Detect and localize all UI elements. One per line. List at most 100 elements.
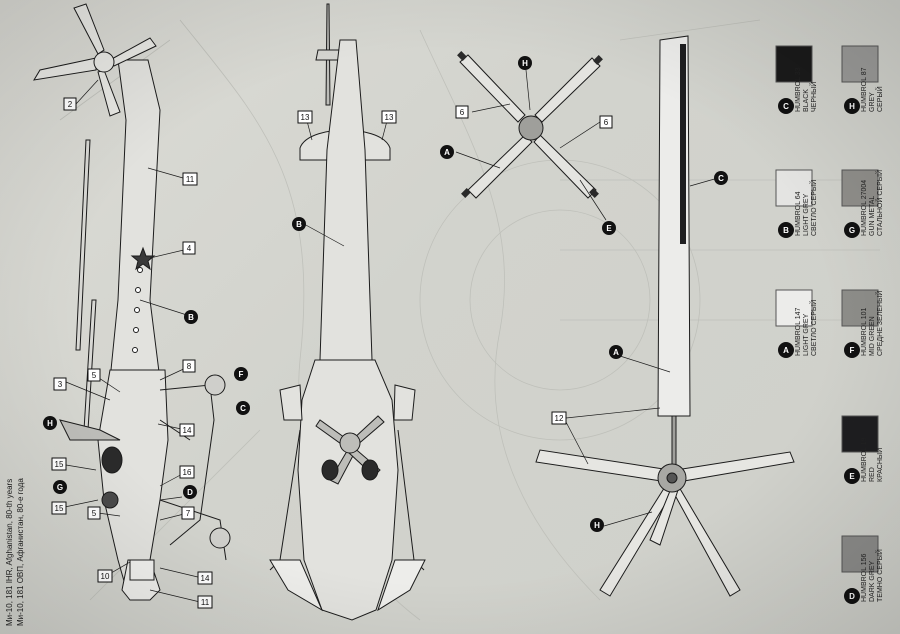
callout-16-label: 16 — [183, 468, 192, 477]
letter-A-rotor-label: A — [444, 148, 450, 157]
callout-14-upper: 14 — [179, 423, 195, 437]
letter-H-side: H — [43, 416, 57, 430]
paint-F-name-ru: СРЕДНЕ ЗЕЛЕНЫЙ — [875, 291, 884, 356]
callout-3-label: 3 — [58, 380, 63, 389]
paint-D-name-ru: ТЕМНО СЕРЫЙ — [875, 549, 884, 602]
paint-D-letter: D — [849, 592, 855, 601]
letter-F-label: F — [239, 370, 244, 379]
callout-12-label: 12 — [555, 414, 564, 423]
paint-D-name-en: DARK GREY — [869, 560, 876, 602]
tail-rotor-plan-view — [457, 51, 603, 199]
paint-F-name-en: MID GREEN — [869, 316, 876, 356]
callout-13-right-label: 13 — [385, 113, 394, 122]
paint-H-name-ru: СЕРЫЙ — [875, 86, 884, 112]
callout-11-lower: 11 — [197, 595, 213, 609]
letter-G: G — [53, 480, 67, 494]
main-rotor-detail — [535, 35, 795, 597]
callout-6-right-label: 6 — [604, 118, 609, 127]
callout-15-lower-label: 15 — [55, 504, 64, 513]
paint-G-letter: G — [849, 226, 855, 235]
callout-3: 3 — [53, 377, 67, 391]
letter-B-top-label: B — [296, 220, 302, 229]
paint-chip-D: D HUMBROL 156 DARK GREY ТЕМНО СЕРЫЙ — [841, 535, 884, 604]
letter-F: F — [234, 367, 248, 381]
paint-A-letter: A — [783, 346, 789, 355]
paint-E-code: HUMBROL 19 — [861, 437, 868, 482]
paint-chip-H: H HUMBROL 87 GREY СЕРЫЙ — [841, 45, 884, 114]
callout-5-lower: 5 — [87, 506, 101, 520]
callout-11-lower-label: 11 — [201, 598, 210, 607]
letter-B-top: B — [292, 217, 306, 231]
callout-2: 2 — [63, 97, 77, 111]
callout-7-label: 7 — [186, 509, 191, 518]
caption-russian: Ми-10, 181 ОВП, Афганистан, 80-е года — [16, 478, 25, 626]
callout-13-label: 13 — [301, 113, 310, 122]
callout-11-label: 11 — [186, 175, 195, 184]
letter-A-blade: A — [609, 345, 623, 359]
callout-7: 7 — [181, 506, 195, 520]
letter-H-rotor-label: H — [522, 59, 528, 68]
callout-6-left: 6 — [455, 105, 469, 119]
letter-E-rotor: E — [602, 221, 616, 235]
callout-13-left: 13 — [297, 110, 313, 124]
letter-D-label: D — [187, 488, 193, 497]
callout-15-lower: 15 — [51, 501, 67, 515]
letter-G-label: G — [57, 483, 63, 492]
paint-G-code: HUMBROL 27004 — [861, 180, 868, 236]
paint-A-name-en: LIGHT GREY — [803, 313, 810, 356]
letter-C: C — [236, 401, 250, 415]
callout-2-label: 2 — [68, 100, 73, 109]
callout-15-upper: 15 — [51, 457, 67, 471]
paint-G-name-ru: СТАЛЬНОЙ СЕРЫЙ — [875, 170, 884, 236]
paint-chip-B: B HUMBROL 64 LIGHT GREY СВЕТЛО СЕРЫЙ — [775, 169, 818, 238]
top-view-helicopter — [269, 3, 426, 621]
paint-B-name-en: LIGHT GREY — [803, 193, 810, 236]
callout-11-upper: 11 — [182, 172, 198, 186]
paint-E-name-ru: КРАСНЫЙ — [875, 448, 884, 482]
callout-14-lower-label: 14 — [201, 574, 210, 583]
paint-H-code: HUMBROL 87 — [861, 67, 868, 112]
paint-H-name-en: GREY — [869, 92, 876, 112]
paint-chip-A: A HUMBROL 147 LIGHT GREY СВЕТЛО СЕРЫЙ — [775, 289, 818, 358]
caption: Ми-10, 181 IHR, Afghanistan, 80-th years… — [5, 478, 25, 626]
paint-E-name-en: RED — [869, 467, 876, 482]
letter-A-rotor: A — [440, 145, 454, 159]
letter-C-label: C — [240, 404, 246, 413]
paint-H-letter: H — [849, 102, 855, 111]
callout-13-right: 13 — [381, 110, 397, 124]
callout-5-lower-label: 5 — [92, 509, 97, 518]
paint-chip-F: F HUMBROL 101 MID GREEN СРЕДНЕ ЗЕЛЕНЫЙ — [841, 289, 884, 358]
callout-16: 16 — [179, 465, 195, 479]
background-scheme-lines — [59, 19, 880, 621]
callout-15-label: 15 — [55, 460, 64, 469]
paint-E-letter: E — [849, 472, 855, 481]
letter-H-label: H — [47, 419, 53, 428]
letter-H-rotor: H — [518, 56, 532, 70]
letter-A-blade-label: A — [613, 348, 619, 357]
paint-F-letter: F — [850, 346, 855, 355]
paint-D-code: HUMBROL 156 — [861, 554, 868, 602]
callout-5-label: 5 — [92, 371, 97, 380]
letter-C-blade: C — [714, 171, 728, 185]
callout-14-lower: 14 — [197, 571, 213, 585]
letter-C-blade-label: C — [718, 174, 724, 183]
paint-B-name-ru: СВЕТЛО СЕРЫЙ — [809, 180, 818, 236]
paint-C-name-en: BLACK — [803, 89, 810, 112]
paint-legend: C HUMBROL 33 BLACK ЧЕРНЫЙ H HUMBROL 87 G… — [775, 45, 884, 604]
callout-14-label: 14 — [183, 426, 192, 435]
paint-chip-G: G HUMBROL 27004 GUN METAL СТАЛЬНОЙ СЕРЫЙ — [841, 169, 884, 238]
callout-8-label: 8 — [187, 362, 192, 371]
letter-H-hub-label: H — [594, 521, 600, 530]
callout-10: 10 — [97, 569, 113, 583]
paint-C-letter: C — [783, 102, 789, 111]
paint-A-name-ru: СВЕТЛО СЕРЫЙ — [809, 300, 818, 356]
callout-6-label: 6 — [460, 108, 465, 117]
paint-chip-C: C HUMBROL 33 BLACK ЧЕРНЫЙ — [775, 45, 818, 114]
callout-5-upper: 5 — [87, 368, 101, 382]
paint-B-letter: B — [783, 226, 789, 235]
letter-E-rotor-label: E — [606, 224, 612, 233]
paint-B-code: HUMBROL 64 — [795, 191, 802, 236]
callout-4-label: 4 — [187, 244, 192, 253]
